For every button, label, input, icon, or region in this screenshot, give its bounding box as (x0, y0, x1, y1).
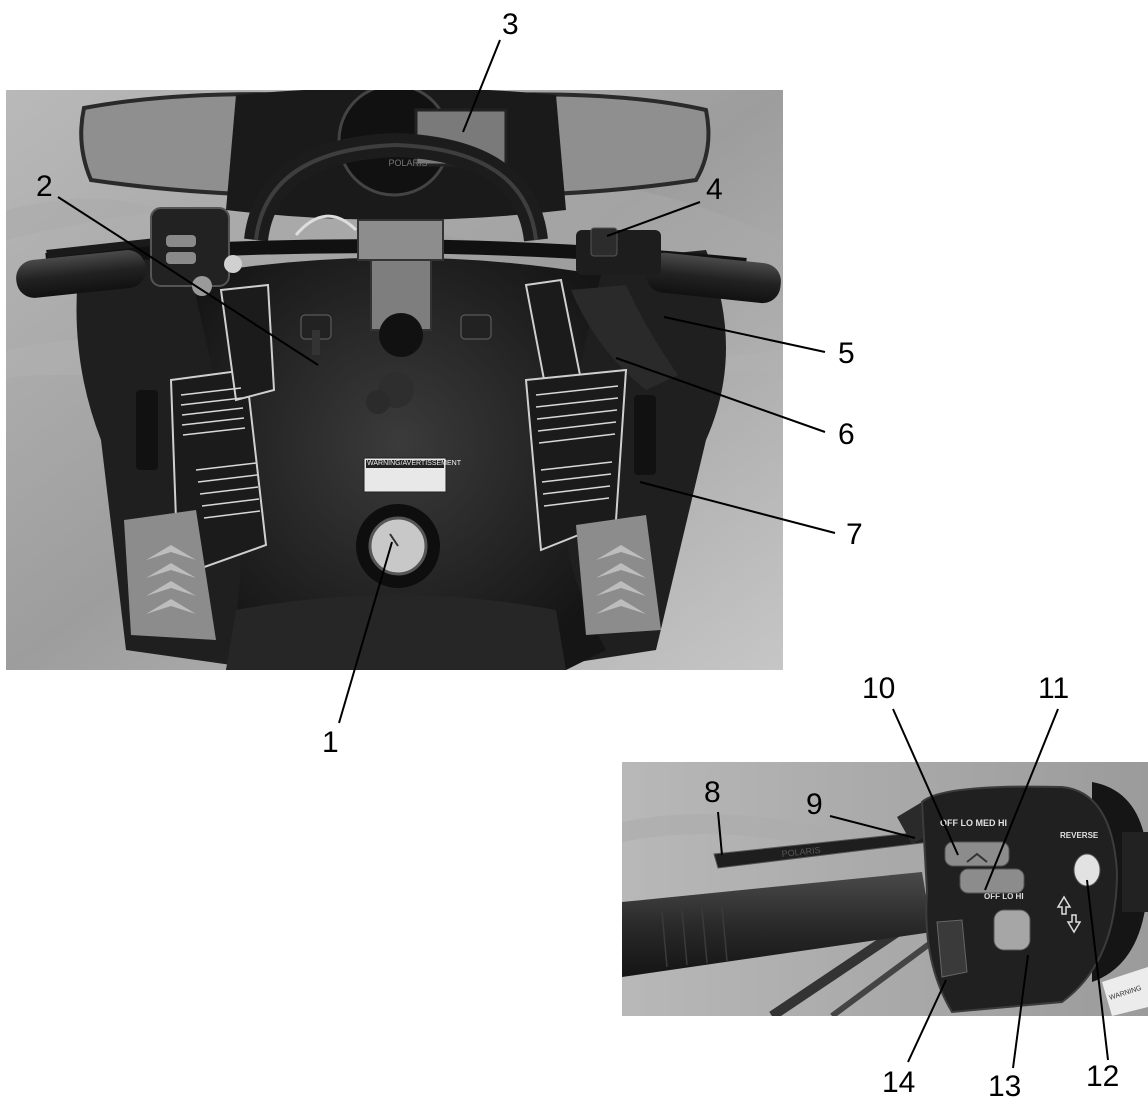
callout-line-6 (615, 357, 826, 433)
callout-2: 2 (36, 170, 53, 203)
callout-11: 11 (1038, 672, 1070, 705)
callout-line-8 (717, 811, 723, 856)
callout-line-4 (606, 201, 701, 237)
heat-switch (166, 235, 196, 247)
warning-decal-text: WARNING/AVERTISSEMENT (367, 460, 461, 467)
throttle-lever (571, 285, 678, 390)
heat-switch-label: OFF LO MED HI (940, 818, 1007, 828)
callout-line-2 (57, 196, 319, 366)
callout-line-10 (892, 708, 959, 856)
snowmobile-overview-illustration: RMK POLARIS (6, 90, 783, 670)
callout-7: 7 (846, 518, 863, 551)
callout-line-5 (663, 316, 826, 353)
right-latch (634, 395, 656, 475)
reverse-label: REVERSE (1060, 831, 1099, 840)
left-control-detail-illustration: POLARIS OFF LO MED HI OFF LO HI REVERSE … (622, 762, 1148, 1016)
callout-3: 3 (502, 8, 519, 41)
right-vent (576, 515, 661, 635)
callout-13: 13 (988, 1070, 1022, 1103)
callout-5: 5 (838, 337, 855, 370)
callout-line-9 (829, 815, 916, 839)
polaris-badge: POLARIS (388, 158, 427, 168)
callout-10: 10 (862, 672, 896, 705)
aux-switch (460, 314, 492, 340)
snowmobile-overview-photo: RMK POLARIS (6, 90, 783, 670)
left-control-detail-photo: POLARIS OFF LO MED HI OFF LO HI REVERSE … (622, 762, 1148, 1016)
reverse-button (224, 255, 242, 273)
ignition-key (312, 330, 320, 355)
callout-4: 4 (706, 173, 723, 206)
cable (294, 214, 358, 236)
thumb-warmer-switch (993, 909, 1031, 951)
callout-1: 1 (322, 726, 339, 759)
steering-boot (379, 313, 423, 357)
callout-line-11 (984, 708, 1059, 891)
callout-line-12 (1086, 879, 1109, 1061)
callout-12: 12 (1086, 1060, 1120, 1093)
arrow-down-icon (1066, 914, 1082, 934)
callout-line-1 (338, 541, 393, 724)
left-latch (136, 390, 158, 470)
detail-grip (622, 872, 932, 977)
left-vent (124, 510, 216, 640)
callout-6: 6 (838, 418, 855, 451)
callout-8: 8 (704, 776, 721, 809)
callout-line-14 (907, 979, 947, 1063)
right-grip (646, 252, 781, 304)
heat-switch-2 (166, 252, 196, 264)
thumb-warmer-label: OFF LO HI (984, 892, 1024, 901)
left-grip (16, 250, 146, 298)
grip-warmer-switch-low (959, 868, 1025, 894)
engine-stop-switch (936, 919, 968, 978)
left-upper-decal (219, 283, 276, 402)
callout-line-7 (639, 481, 836, 534)
seat (226, 595, 566, 670)
callout-9: 9 (806, 788, 823, 821)
callout-line-13 (1012, 954, 1029, 1069)
arrow-up-icon (1056, 895, 1072, 915)
steering-clamp (357, 219, 444, 261)
callout-14: 14 (882, 1066, 916, 1099)
callout-line-3 (462, 39, 501, 133)
svg-text:POLARIS: POLARIS (781, 845, 821, 859)
hazard-switch (192, 276, 212, 296)
